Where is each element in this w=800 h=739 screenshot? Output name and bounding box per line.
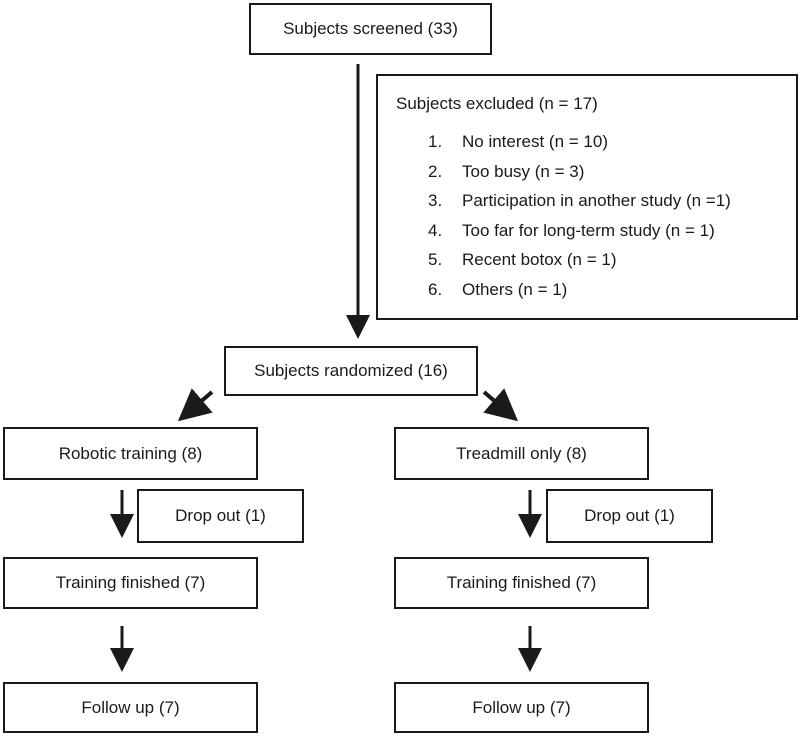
excluded-reason: 2.Too busy (n = 3) <box>428 161 585 181</box>
treadmill-dropout-box: Drop out (1) <box>546 489 713 543</box>
treadmill-followup-box: Follow up (7) <box>394 682 649 733</box>
excluded-reason: 5.Recent botox (n = 1) <box>428 250 617 270</box>
robotic-dropout-box: Drop out (1) <box>137 489 304 543</box>
excluded-box: Subjects excluded (n = 17) 1.No interest… <box>376 74 798 320</box>
robotic-training-label: Robotic training (8) <box>58 443 203 463</box>
randomized-box: Subjects randomized (16) <box>224 346 478 396</box>
robotic-finished-label: Training finished (7) <box>55 573 206 592</box>
treadmill-followup-label: Follow up (7) <box>472 697 571 717</box>
arrow-randomized-to-robotic <box>177 388 214 422</box>
excluded-reason: 1.No interest (n = 10) <box>428 132 608 151</box>
excluded-reasons-list: 1.No interest (n = 10) 2.Too busy (n = 3… <box>428 132 731 310</box>
robotic-training-box: Robotic training (8) <box>3 427 258 480</box>
robotic-followup-box: Follow up (7) <box>3 682 258 733</box>
excluded-reason: 3.Participation in another study (n =1) <box>428 191 731 211</box>
treadmill-dropout-label: Drop out (1) <box>584 506 675 525</box>
arrow-randomized-to-treadmill <box>482 388 519 422</box>
treadmill-finished-label: Training finished (7) <box>446 573 597 592</box>
treadmill-only-label: Treadmill only (8) <box>456 443 587 463</box>
screened-box: Subjects screened (33) <box>249 3 492 55</box>
excluded-title: Subjects excluded (n = 17) <box>396 94 598 113</box>
randomized-label: Subjects randomized (16) <box>254 361 448 380</box>
robotic-followup-label: Follow up (7) <box>81 697 180 717</box>
excluded-reason: 6.Others (n = 1) <box>428 279 568 299</box>
excluded-reason: 4.Too far for long-term study (n = 1) <box>428 220 715 240</box>
treadmill-only-box: Treadmill only (8) <box>394 427 649 480</box>
robotic-dropout-label: Drop out (1) <box>175 506 266 525</box>
robotic-finished-box: Training finished (7) <box>3 557 258 609</box>
treadmill-finished-box: Training finished (7) <box>394 557 649 609</box>
screened-label: Subjects screened (33) <box>283 19 458 38</box>
